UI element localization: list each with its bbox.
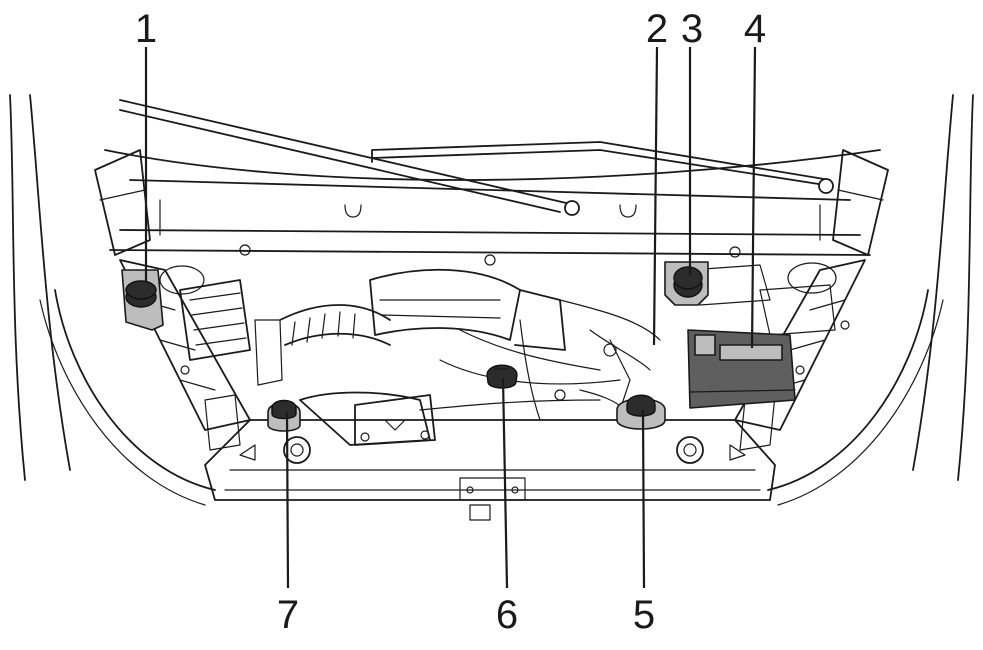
component-1-reservoir xyxy=(121,269,164,331)
leader-line-7 xyxy=(285,411,290,589)
callout-3: 3 xyxy=(681,7,703,51)
car-body-outline xyxy=(9,94,974,506)
callout-6: 6 xyxy=(496,593,518,637)
callout-2: 2 xyxy=(646,7,668,51)
component-6-cap xyxy=(486,364,518,389)
wiper-cowl xyxy=(104,99,881,266)
callout-4: 4 xyxy=(744,7,766,51)
callout-1: 1 xyxy=(135,7,157,51)
leader-line-2 xyxy=(652,46,659,346)
component-5-reservoir xyxy=(616,394,666,430)
leader-line-5 xyxy=(641,409,646,589)
callout-numbers: 1 2 3 4 5 6 7 xyxy=(135,7,766,637)
leader-line-4 xyxy=(750,46,757,349)
component-3-reservoir xyxy=(664,261,709,306)
callout-7: 7 xyxy=(277,593,299,637)
component-4-battery xyxy=(687,329,796,409)
component-7-cap xyxy=(267,399,301,432)
leader-lines xyxy=(144,46,757,589)
callout-5: 5 xyxy=(633,593,655,637)
strut-mounts xyxy=(94,149,889,295)
leader-line-6 xyxy=(501,377,509,589)
